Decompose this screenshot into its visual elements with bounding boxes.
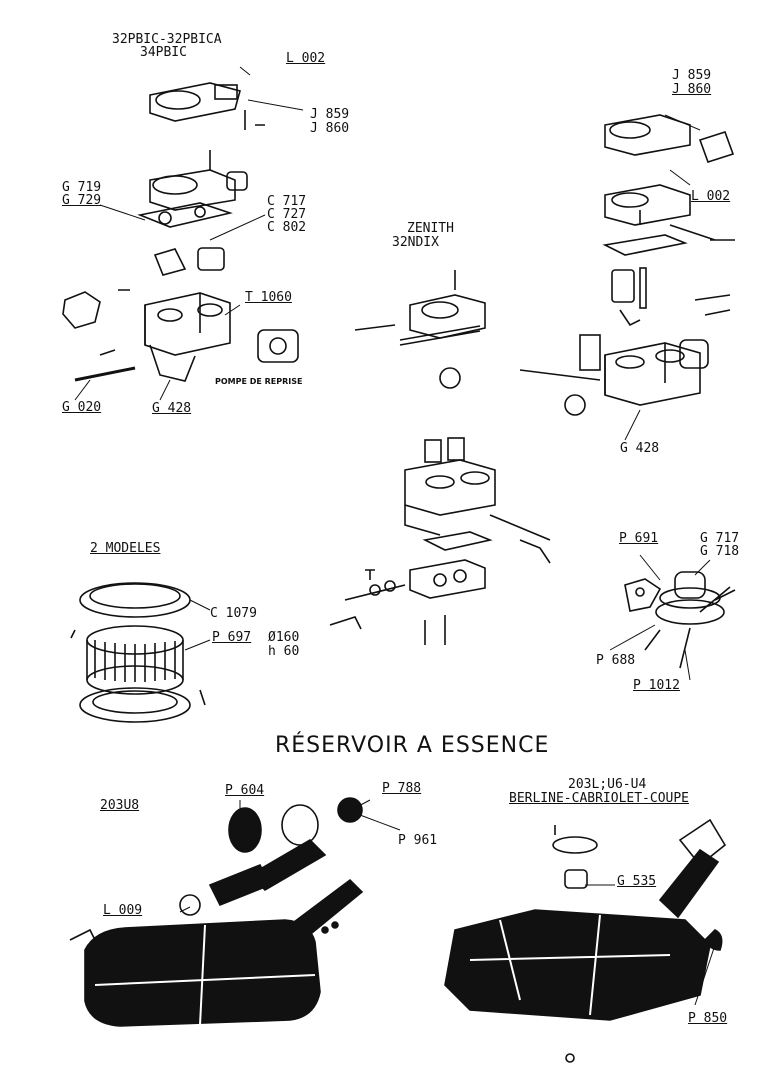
part-label: L 002 (286, 51, 326, 66)
carburetor-left-illustration (62, 82, 299, 382)
carburetor-right-illustration (519, 114, 735, 416)
part-label: C 1079 (210, 606, 257, 621)
fuel-tank-left-illustration (69, 797, 364, 1027)
part-label: G 718 (700, 544, 740, 559)
part-label: P 788 (382, 781, 422, 796)
dimension-label: Ø160 (268, 630, 300, 645)
body-types-label: BERLINE-CABRIOLET-COUPE (509, 791, 690, 806)
part-label: T 1060 (245, 290, 292, 305)
part-label: L 009 (103, 903, 143, 918)
part-label: G 535 (617, 874, 657, 889)
part-label: J 859 (672, 68, 712, 83)
part-label: J 859 (310, 107, 350, 122)
model-label-203l: 203L;U6-U4 (568, 777, 647, 792)
part-label: P 691 (619, 531, 659, 546)
part-label: C 727 (267, 207, 307, 222)
make-label-zenith: ZENITH (407, 221, 454, 236)
part-label: G 428 (152, 401, 192, 416)
part-label: G 729 (62, 193, 102, 208)
part-label: G 717 (700, 531, 740, 546)
air-filter-illustration (70, 582, 206, 723)
part-label: G 020 (62, 400, 102, 415)
part-label: P 961 (398, 833, 438, 848)
part-label: L 002 (691, 189, 731, 204)
part-caption: POMPE DE REPRISE (215, 377, 303, 386)
model-label-32pbic: 32PBIC-32PBICA (112, 32, 222, 47)
dimension-label: h 60 (268, 644, 300, 659)
carburetor-center-illustration (329, 270, 551, 645)
part-label: C 802 (267, 220, 307, 235)
part-label: J 860 (672, 82, 712, 97)
part-label: G 428 (620, 441, 660, 456)
part-label: P 1012 (633, 678, 680, 693)
fuel-pump-illustration (624, 571, 736, 669)
model-label-32ndix: 32NDIX (392, 235, 439, 250)
part-label: P 850 (688, 1011, 728, 1026)
model-label-34pbic: 34PBIC (140, 45, 187, 60)
section-title: RÉSERVOIR A ESSENCE (275, 733, 550, 758)
part-label: G 719 (62, 180, 102, 195)
fuel-tank-right-illustration (444, 818, 727, 1063)
part-label: C 717 (267, 194, 307, 209)
air-filter-title: 2 MODELES (90, 541, 161, 556)
model-label-203u8: 203U8 (100, 798, 140, 813)
part-label: P 604 (225, 783, 265, 798)
part-label: J 860 (310, 121, 350, 136)
part-label: P 697 (212, 630, 252, 645)
part-label: P 688 (596, 653, 636, 668)
